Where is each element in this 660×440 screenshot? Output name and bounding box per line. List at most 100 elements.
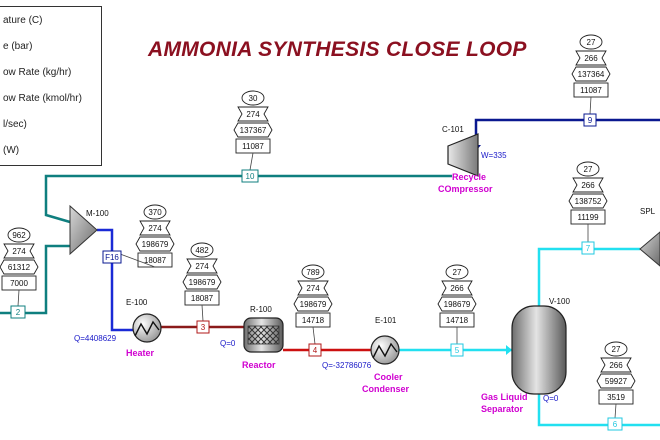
- stream-s3-temperature: 482: [195, 246, 209, 255]
- cooler-duty: Q=-32786076: [322, 361, 372, 370]
- heater-duty: Q=4408629: [74, 334, 117, 343]
- heater-icon[interactable]: [132, 313, 162, 343]
- stream-s2-tag[interactable]: 2: [10, 305, 26, 319]
- pressure-box: [186, 258, 218, 274]
- mass-flow-box: [135, 236, 175, 252]
- stream-s7-mass-flow: 138752: [575, 197, 602, 206]
- splitter-icon[interactable]: [639, 231, 660, 267]
- stream-tag-box[interactable]: [241, 169, 259, 183]
- mixer-icon[interactable]: [69, 204, 98, 256]
- stream-s2-temperature: 962: [12, 231, 26, 240]
- cooler-name-line1: Cooler: [374, 372, 403, 382]
- temperature-oval: [7, 227, 31, 243]
- diagram-title: AMMONIA SYNTHESIS CLOSE LOOP: [148, 38, 527, 61]
- cooler-name-line2: Condenser: [362, 384, 410, 394]
- stream-s6-molar-flow: 3519: [607, 393, 625, 402]
- pressure-box: [139, 220, 171, 236]
- stream-tag-box[interactable]: [308, 343, 322, 357]
- stream-s3-connector: [201, 304, 204, 322]
- stream-s10-label: 10: [246, 172, 255, 181]
- pressure-box: [237, 106, 269, 122]
- stream-s6-label: 6: [613, 420, 618, 429]
- separator-id: V-100: [549, 297, 570, 306]
- cooler-coil: [372, 342, 398, 359]
- temperature-oval: [604, 341, 628, 357]
- stream-tag-box[interactable]: [583, 113, 597, 127]
- stream-s9-tag[interactable]: 9: [583, 113, 597, 127]
- reactor-name: Reactor: [242, 360, 276, 370]
- reactor-duty: Q=0: [220, 339, 236, 348]
- mass-flow-box: [568, 193, 608, 209]
- pressure-box: [297, 280, 329, 296]
- heater-id: E-100: [126, 298, 148, 307]
- stream-s5-label: 5: [455, 346, 460, 355]
- stream-tag-box[interactable]: [102, 250, 122, 264]
- stream-f16-molar-flow: 18087: [144, 256, 167, 265]
- stream-s7-temperature: 27: [584, 165, 593, 174]
- stream-s9-molar-flow: 11087: [580, 86, 602, 95]
- stream-f16-tag[interactable]: F16: [102, 250, 122, 264]
- legend-item-mass-flow: ow Rate (kg/hr): [3, 67, 72, 78]
- mass-flow-box: [233, 122, 273, 138]
- pressure-box: [600, 357, 632, 373]
- legend-item-volume-flow: l/sec): [3, 119, 27, 130]
- temperature-oval: [579, 34, 603, 50]
- stream-s4-tag[interactable]: 4: [308, 343, 322, 357]
- stream-s7-pressure: 266: [581, 181, 595, 190]
- stream-tag-box[interactable]: [581, 241, 595, 255]
- legend-item-pressure: e (bar): [3, 41, 33, 52]
- stream-s9-mass-flow: 137364: [578, 70, 605, 79]
- temperature-oval: [190, 242, 214, 258]
- mass-flow-box: [596, 373, 636, 389]
- stream-s9-connector: [589, 96, 592, 115]
- stream-s3-tag[interactable]: 3: [196, 320, 210, 334]
- mass-flow-box: [182, 274, 222, 290]
- stream-s5-molar-flow: 14718: [446, 316, 469, 325]
- stream-s4-connector: [312, 326, 316, 345]
- stream-s9-pressure: 266: [584, 54, 598, 63]
- stream-s10-tag[interactable]: 10: [241, 169, 259, 183]
- temperature-oval: [143, 204, 167, 220]
- stream-s6-temperature: 27: [612, 345, 621, 354]
- compressor-work: W=335: [481, 151, 507, 160]
- mass-flow-box: [571, 66, 611, 82]
- splitter-id: SPL: [640, 207, 656, 216]
- stream-tag-box[interactable]: [196, 320, 210, 334]
- stream-tag-box[interactable]: [10, 305, 26, 319]
- stream-tag-box[interactable]: [450, 343, 464, 357]
- separator-name-line2: Separator: [481, 404, 524, 414]
- stream-f16-mass-flow: 198679: [142, 240, 169, 249]
- compressor-icon[interactable]: [447, 133, 479, 177]
- stream-s5-pressure: 266: [450, 284, 464, 293]
- stream-f16-label: F16: [105, 253, 119, 262]
- stream-f16-temperature: 370: [148, 208, 162, 217]
- arrow-s5: [506, 345, 512, 355]
- stream-s5-tag[interactable]: 5: [450, 343, 464, 357]
- stream-s4-label: 4: [313, 346, 318, 355]
- stream-s9-temperature: 27: [587, 38, 596, 47]
- legend-item-molar-flow: ow Rate (kmol/hr): [3, 93, 82, 104]
- mass-flow-box: [0, 259, 39, 275]
- cooler-icon[interactable]: [370, 335, 400, 365]
- stream-s3-mass-flow: 198679: [189, 278, 216, 287]
- stream-s5-mass-flow: 198679: [444, 300, 471, 309]
- stream-tag-box[interactable]: [607, 417, 623, 431]
- stream-s7-label: 7: [586, 244, 591, 253]
- stream-s3-molar-flow: 18087: [191, 294, 214, 303]
- pressure-box: [572, 177, 604, 193]
- stream-s9-label: 9: [588, 116, 593, 125]
- compressor-name-line1: Recycle: [452, 172, 486, 182]
- stream-s6-tag[interactable]: 6: [607, 417, 623, 431]
- stream-s7-tag[interactable]: 7: [581, 241, 595, 255]
- reactor-id: R-100: [250, 305, 272, 314]
- stream-s2-pressure: 274: [12, 247, 26, 256]
- temperature-oval: [241, 90, 265, 106]
- separator-icon[interactable]: [511, 305, 567, 395]
